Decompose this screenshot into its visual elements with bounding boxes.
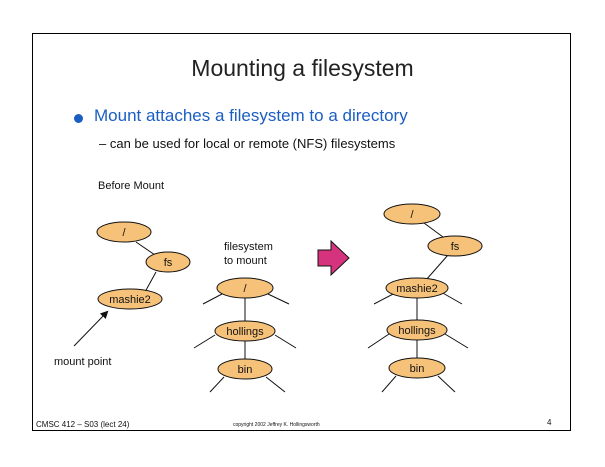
mount-bin-node <box>217 358 273 380</box>
after-mashie2-label: mashie2 <box>396 283 438 295</box>
filesystem-label-line2: to mount <box>224 255 267 267</box>
after-hollings-node <box>386 319 448 341</box>
mount-hollings-edge-left <box>193 334 216 349</box>
sub-bullet: – can be used for local or remote (NFS) … <box>99 136 396 151</box>
before-mashie2-node <box>97 288 163 310</box>
after-bin-label: bin <box>410 363 425 375</box>
after-fs-label: fs <box>451 241 460 253</box>
after-bin-edge-right <box>437 375 456 393</box>
filesystem-label-line1: filesystem <box>224 241 273 253</box>
footer-course: CMSC 412 – S03 (lect 24) <box>36 420 130 429</box>
mount-hollings-node <box>214 320 276 342</box>
edge-fs-mashie2 <box>144 271 157 293</box>
mount-hollings-edge-right <box>274 334 297 349</box>
after-mashie2-node <box>385 277 449 299</box>
footer-copyright: copyright 2002 Jeffrey K. Hollingsworth <box>233 422 320 428</box>
mount-root-node <box>216 277 274 299</box>
after-fs-to-mashie2 <box>425 254 449 281</box>
mount-point-arrow <box>73 310 109 347</box>
after-fs-node <box>427 235 483 257</box>
after-hollings-label: hollings <box>398 325 436 337</box>
before-root-node <box>96 221 152 243</box>
after-bin-edge-left <box>381 375 397 393</box>
mount-bin-edge-right <box>265 376 286 393</box>
slide-title: Mounting a filesystem <box>191 55 414 81</box>
before-root-label: / <box>122 227 126 239</box>
bullet-dot <box>74 114 83 123</box>
before-mashie2-label: mashie2 <box>109 294 151 306</box>
mount-bin-label: bin <box>238 364 253 376</box>
main-bullet: Mount attaches a filesystem to a directo… <box>94 106 408 125</box>
edge-root-fs <box>135 241 156 256</box>
mount-root-label: / <box>243 283 247 295</box>
after-bin-node <box>388 357 446 379</box>
slide-frame <box>32 33 571 431</box>
mount-root-edge-right <box>267 293 290 305</box>
before-fs-label: fs <box>164 257 173 269</box>
after-tree: / fs mashie2 hollings bin <box>367 203 483 393</box>
mount-tree: / hollings bin <box>193 277 297 393</box>
mount-root-edge-left <box>202 293 223 305</box>
before-tree: / fs mashie2 <box>73 221 191 347</box>
after-hollings-edge-right <box>444 333 469 349</box>
transition-arrow-icon <box>317 239 350 277</box>
after-mashie2-edge-right <box>440 291 463 305</box>
after-hollings-edge-left <box>367 333 390 349</box>
mount-point-label: mount point <box>54 356 112 368</box>
before-fs-node <box>145 251 191 273</box>
after-root-node <box>383 203 441 225</box>
page-number: 4 <box>547 418 552 427</box>
mount-hollings-label: hollings <box>226 326 264 338</box>
after-root-label: / <box>410 209 414 221</box>
before-mount-label: Before Mount <box>98 180 165 192</box>
mount-bin-edge-left <box>209 376 225 393</box>
after-root-to-fs <box>423 222 444 238</box>
